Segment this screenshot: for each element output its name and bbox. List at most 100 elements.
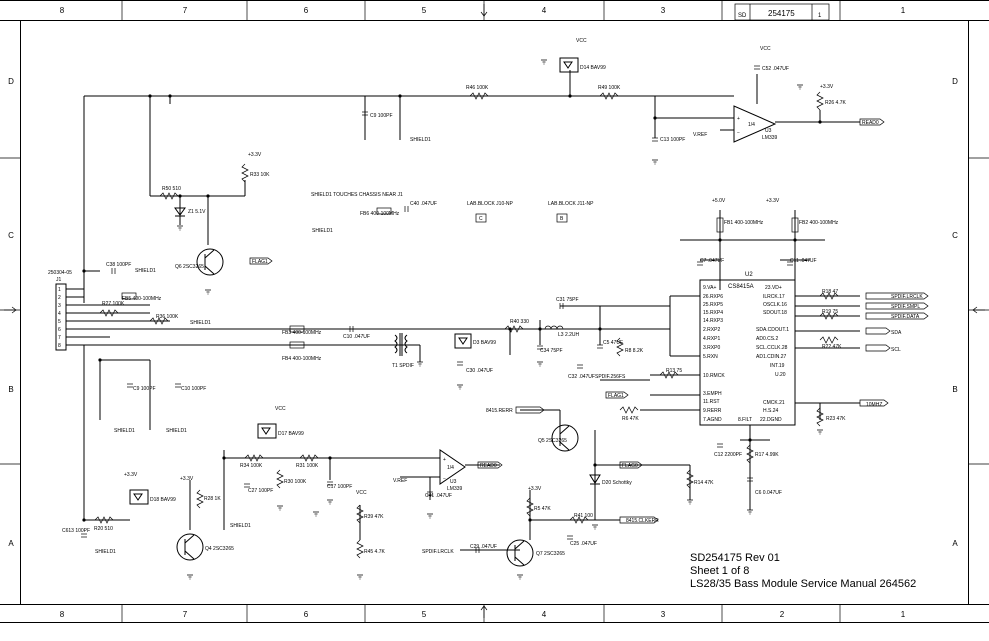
- r20: R20 510: [94, 526, 113, 532]
- c31: C31 75PF: [556, 297, 579, 303]
- u2-pin-sda: SDA.CDOUT.1: [756, 327, 789, 333]
- u2-pin-osclk: OSCLK.16: [763, 302, 787, 308]
- c613: C613 100PF: [62, 528, 90, 534]
- zone-bot-6: 6: [304, 610, 309, 619]
- pin-8: 8: [58, 343, 61, 349]
- r17: R17 4.99K: [755, 452, 779, 458]
- zone-top-6: 6: [304, 6, 309, 15]
- net-read0-top: READ0: [862, 120, 879, 126]
- zone-bot-3: 3: [661, 610, 666, 619]
- passives: R46 100K R49 100K R26 4.7K R50 510 R33 1…: [62, 65, 847, 559]
- c29: C29 .047UF: [470, 544, 497, 550]
- c10: C10 .047UF: [343, 334, 370, 340]
- zone-left-c: C: [8, 231, 14, 240]
- u2-pin-rxp0: 3.RXP0: [703, 345, 720, 351]
- r18: R18 47: [822, 289, 838, 295]
- c52: C52 .047UF: [762, 66, 789, 72]
- opamp2-fraction: 1/4: [447, 465, 454, 471]
- r50: R50 510: [162, 186, 181, 192]
- zone-bot-7: 7: [183, 610, 188, 619]
- net-33v-1: +3.3V: [820, 84, 834, 90]
- net-read0-bot: READ0: [480, 463, 497, 469]
- zone-bot-5: 5: [422, 610, 427, 619]
- c7: C7 .047UF: [700, 258, 724, 264]
- c40: C40 .047UF: [410, 201, 437, 207]
- net-shield-1: SHIELD1: [410, 137, 431, 143]
- q5-label: Q5 2SC3265: [538, 438, 567, 444]
- title-block: SD254175 Rev 01 Sheet 1 of 8 LS28/35 Bas…: [690, 552, 916, 590]
- u2-pin-ad0: AD0.CS.2: [756, 336, 778, 342]
- net-shield-6: SHIELD1: [166, 428, 187, 434]
- net-5v: +5.0V: [712, 198, 726, 204]
- lab-block-2-ref: B: [560, 216, 564, 222]
- u2-pin-rxp2: 2.RXP2: [703, 327, 720, 333]
- fb6: FB6 400-100MHz: [360, 211, 400, 217]
- u2-pin-emph: 3.EMPH: [703, 391, 722, 397]
- opamp-part: LM339: [762, 135, 778, 141]
- pin-2: 2: [58, 295, 61, 301]
- sheet-number: 1: [818, 13, 822, 19]
- fb3: FB3 400-100MHz: [282, 330, 322, 336]
- r27: R27 100K: [102, 301, 125, 307]
- connector-j1: 250304-05 J1 1 2 3 4 5 6 7 8: [48, 270, 72, 351]
- r22: R22 47K: [822, 344, 842, 350]
- r40: R40 330: [510, 319, 529, 325]
- d17-label: D17 BAV99: [278, 431, 304, 437]
- u2-pin-omck: CMCK.21: [763, 400, 785, 406]
- net-vcc-1: VCC: [576, 38, 587, 44]
- zone-bot-2: 2: [780, 610, 785, 619]
- zone-top-8: 8: [60, 6, 65, 15]
- r45: R45 4.7K: [364, 549, 386, 555]
- sheet-id: 254175: [768, 9, 795, 18]
- r19: R19 75: [822, 309, 838, 315]
- u2-pin-vd: 23.VD+: [765, 285, 782, 291]
- zener-z1: Z1 5.1V: [174, 207, 206, 217]
- lab-block-2: LAB.BLOCK J11-NP: [548, 201, 594, 207]
- r34: R34 100K: [240, 463, 263, 469]
- pin-5: 5: [58, 319, 61, 325]
- q4-label: Q4 2SC3265: [205, 546, 234, 552]
- net-scl: SCL: [891, 347, 901, 353]
- svg-text:+: +: [737, 116, 740, 122]
- q6-label: Q6 2SC3265: [175, 264, 204, 270]
- transformer-t1: T1 SPDIF: [392, 333, 414, 369]
- net-33v-5: +3.3V: [180, 476, 194, 482]
- shield-note: SHIELD1 TOUCHES CHASSIS NEAR J1: [311, 192, 403, 198]
- c12: C12 2200PF: [714, 452, 742, 458]
- net-shield-2: SHIELD1: [135, 268, 156, 274]
- zone-top-4: 4: [542, 6, 547, 15]
- net-flag1-top: FLAG1: [252, 259, 268, 265]
- net-shield-3: SHIELD1: [190, 320, 211, 326]
- net-vcc-3: VCC: [275, 406, 286, 412]
- zone-left-b: B: [8, 385, 13, 394]
- r39: R39 47K: [364, 514, 384, 520]
- title-line-3: LS28/35 Bass Module Service Manual 26456…: [690, 578, 916, 590]
- u2-pin-rxp6: 26.RXP6: [703, 294, 723, 300]
- zone-right-b: B: [952, 385, 957, 394]
- net-vref-top: V.REF: [693, 132, 707, 138]
- opamp2-part: LM339: [447, 486, 463, 492]
- zone-top-5: 5: [422, 6, 427, 15]
- r6: R6 47K: [622, 416, 639, 422]
- r26: R26 4.7K: [825, 100, 847, 106]
- zone-top-3: 3: [661, 6, 666, 15]
- net-33v-3: +3.3V: [766, 198, 780, 204]
- r23: R23 47K: [826, 416, 846, 422]
- u2-pin-int: INT.19: [770, 363, 785, 369]
- transistor-q4: Q4 2SC3265: [176, 533, 234, 561]
- net-8415-clkerr: 8415.CLKERR: [626, 518, 659, 524]
- sheet-id-box: SD 254175 1: [734, 3, 830, 21]
- net-shield-4: SHIELD1: [312, 228, 333, 234]
- z1-label: Z1 5.1V: [188, 209, 206, 215]
- svg-text:−: −: [737, 130, 740, 136]
- u2-pin-rerr: 9.RERR: [703, 408, 722, 414]
- net-spdif-sclk: SPDIF.SMPL: [891, 304, 920, 310]
- opamp-u3-bottom: + − 1/4 U3 LM339: [439, 449, 466, 492]
- r49: R49 100K: [598, 85, 621, 91]
- net-vcc-2: VCC: [760, 46, 771, 52]
- r13: R13 75: [666, 368, 682, 374]
- net-33v-2: +3.3V: [248, 152, 262, 158]
- net-flag1-mid: FLAG1: [608, 393, 624, 399]
- diode-d14: D14 BAV99: [559, 57, 606, 73]
